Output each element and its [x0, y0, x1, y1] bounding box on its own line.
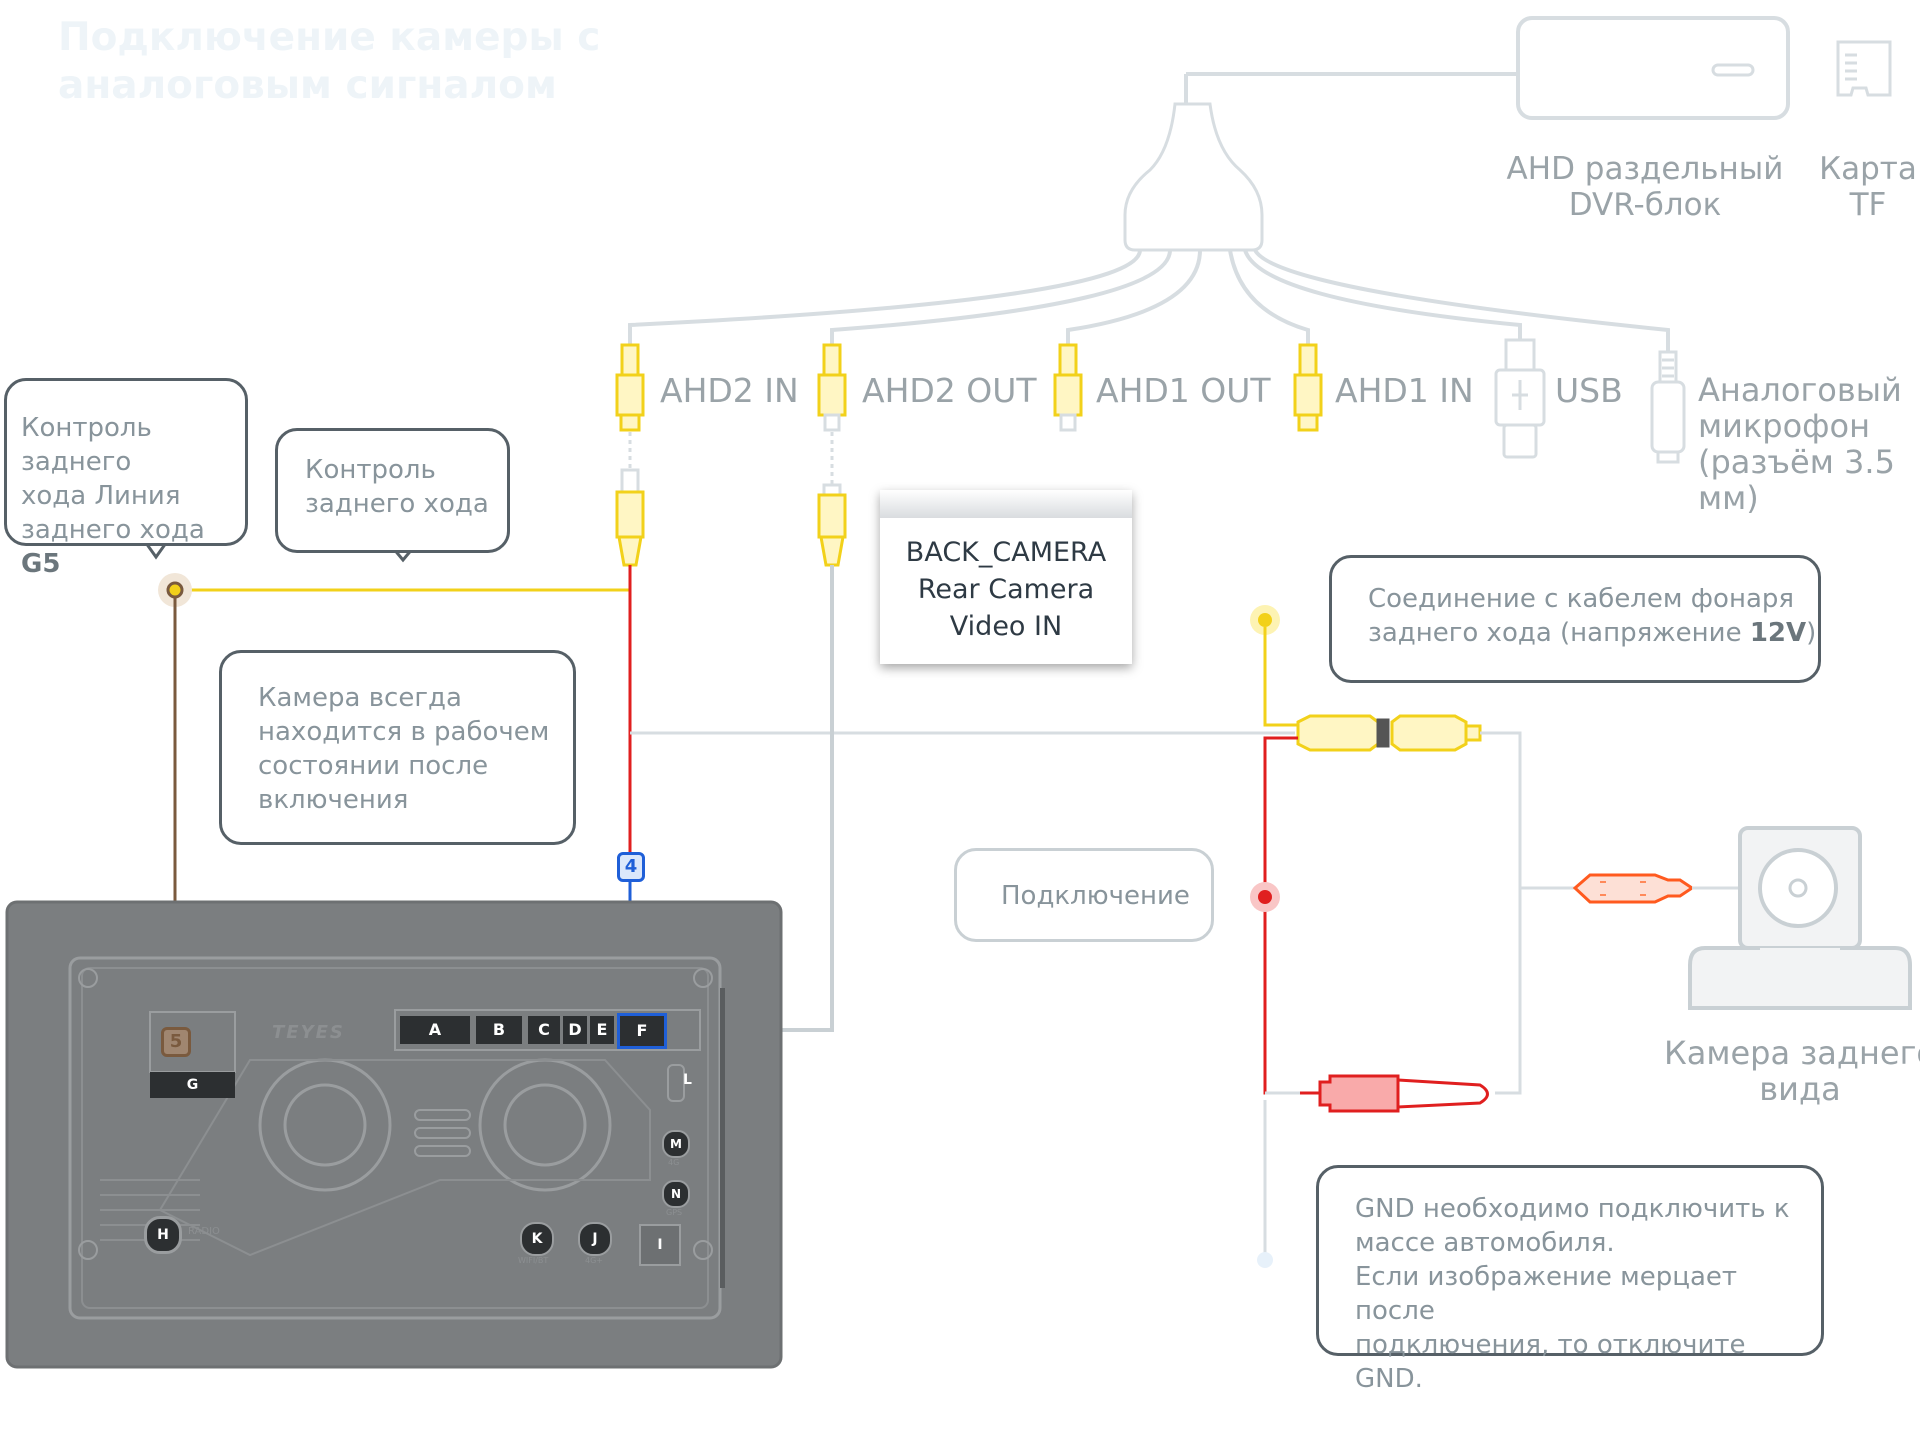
camera-always-on-bubble: Камера всегда находится в рабочем состоя… — [219, 650, 576, 845]
radio-label: RADIO — [188, 1226, 220, 1237]
red-rca-connector-icon — [1318, 1074, 1489, 1113]
page-title: Подключение камеры с аналоговым сигналом — [58, 15, 601, 108]
reverse-control-line-bubble: Контроль заднего хода Линия заднего хода… — [4, 378, 248, 579]
pin5-badge: 5 — [161, 1027, 191, 1057]
rca-ahd1-out-icon — [1053, 343, 1083, 432]
usb-connector-icon — [1494, 338, 1546, 459]
back-camera-note-text: BACK_CAMERA Rear Camera Video IN — [905, 537, 1107, 642]
head-unit-brand: TEYES — [272, 1022, 345, 1043]
connector-block-b: B — [476, 1016, 522, 1044]
connector-j-sub: 4G+ — [585, 1256, 603, 1265]
connector-block-f: F — [617, 1013, 667, 1049]
pin4-badge: 4 — [617, 852, 645, 882]
port-label-ahd2-out: AHD2 OUT — [862, 371, 1037, 410]
port-label-ahd2-in: AHD2 IN — [660, 371, 799, 410]
rear-camera-label: Камера заднего вида — [1664, 1034, 1920, 1108]
tf-card-icon — [1836, 40, 1892, 97]
rca-ahd2-in-icon — [615, 343, 645, 432]
reverse-light-bubble: Соединение с кабелем фонаря заднего хода… — [1329, 555, 1821, 683]
harness-splitter — [628, 72, 1670, 352]
tf-card-label: Карта TF — [1819, 151, 1917, 223]
connector-block-d: D — [563, 1016, 587, 1044]
rca-ahd1-in-icon — [1293, 343, 1323, 432]
connector-l: L — [683, 1072, 692, 1088]
connector-block-e: E — [590, 1016, 614, 1044]
gnd-bubble: GND необходимо подключить к массе автомо… — [1316, 1165, 1824, 1394]
reverse-control-bubble: Контроль заднего хода — [275, 428, 510, 553]
port-label-ahd1-out: AHD1 OUT — [1096, 371, 1271, 410]
rear-camera-icon — [1688, 826, 1912, 1010]
connector-h: H — [144, 1216, 182, 1254]
rca-plug-back-camera-icon — [817, 483, 847, 567]
connector-g: G — [150, 1072, 235, 1098]
reverse-control-wire — [175, 565, 632, 592]
rca-plug-reverse-icon — [615, 468, 645, 567]
connector-block-c: C — [528, 1016, 560, 1044]
connector-k: K — [520, 1222, 554, 1256]
dvr-block-icon — [1516, 16, 1790, 120]
connection-bubble: Подключение — [954, 848, 1214, 942]
camera-connector-icon — [1572, 873, 1695, 904]
port-label-usb: USB — [1555, 371, 1623, 410]
connector-i: I — [657, 1237, 663, 1253]
connector-k-sub: WIFI/BT — [518, 1256, 549, 1265]
connector-block-a: A — [400, 1016, 470, 1044]
connector-j: J — [578, 1222, 612, 1256]
power-connector-pair-icon — [1296, 714, 1482, 752]
note-header-bar — [880, 490, 1132, 518]
port-label-ahd1-in: AHD1 IN — [1335, 371, 1474, 410]
mic-jack-icon — [1650, 350, 1686, 464]
connector-n-sub: GPS — [666, 1208, 683, 1217]
reverse-control-line-bold: G5 — [21, 549, 61, 579]
connector-n: N — [662, 1180, 690, 1208]
reverse-light-bold: 12V — [1749, 618, 1807, 648]
reverse-control-line-text: Контроль заднего хода Линия заднего хода — [21, 413, 205, 545]
rca-ahd2-out-icon — [817, 343, 847, 432]
dvr-block-label: AHD раздельный DVR-блок — [1506, 151, 1784, 223]
connector-m-sub: 4G — [668, 1158, 680, 1167]
connector-m: M — [662, 1130, 690, 1158]
back-camera-note: BACK_CAMERA Rear Camera Video IN — [880, 490, 1132, 664]
reverse-light-suffix: ) — [1806, 618, 1817, 648]
port-label-mic: Аналоговый микрофон (разъём 3.5 мм) — [1698, 371, 1902, 517]
reverse-light-text: Соединение с кабелем фонаря заднего хода… — [1368, 584, 1795, 648]
